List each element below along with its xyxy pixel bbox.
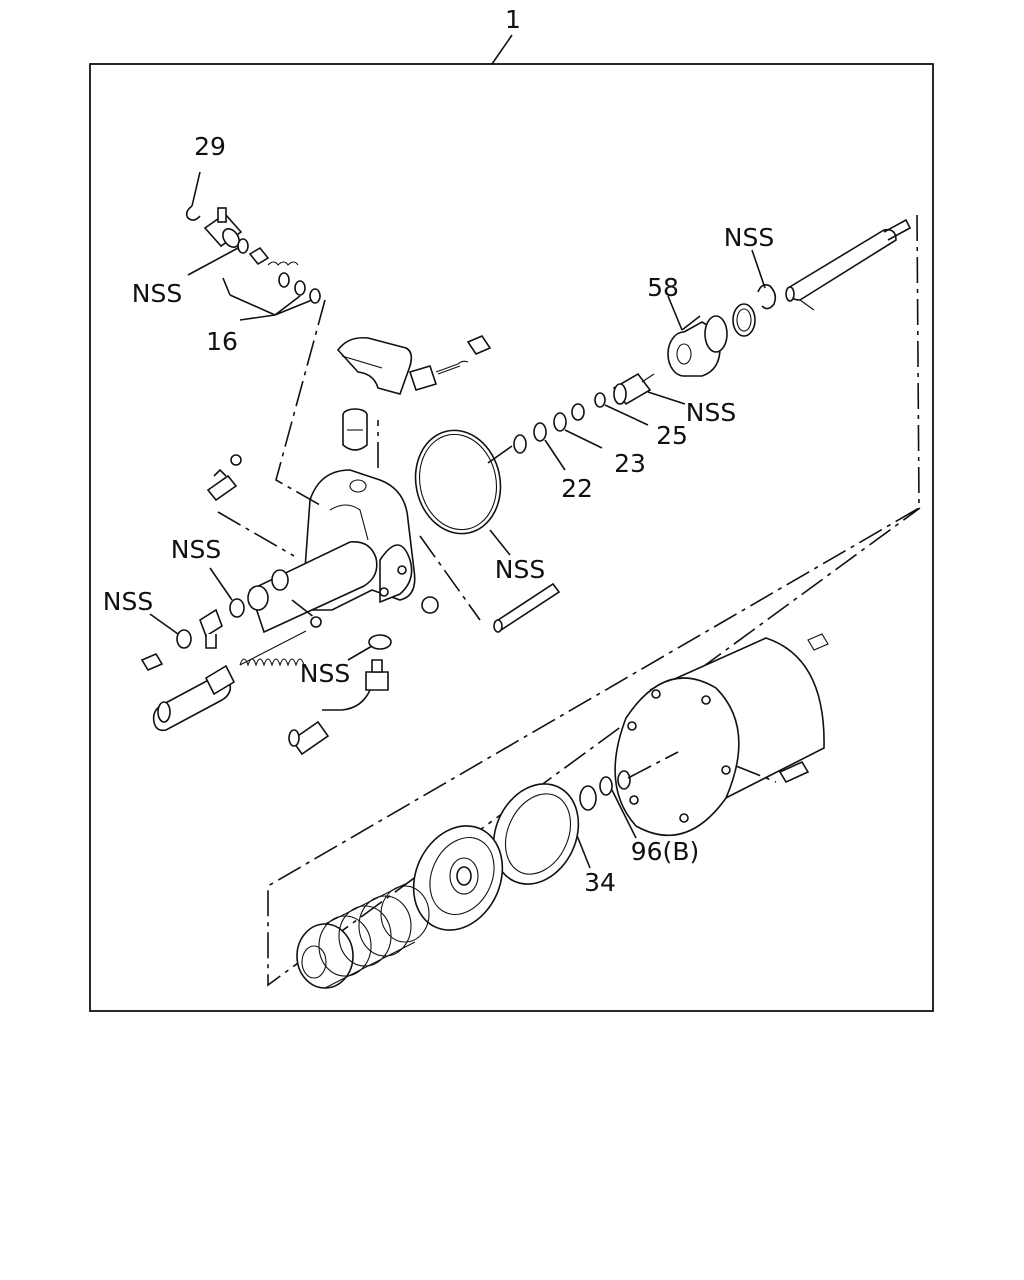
valve-cap xyxy=(342,408,368,451)
label-nss-oring: NSS xyxy=(495,555,545,584)
label-16: 16 xyxy=(206,327,238,356)
label-nss-left1: NSS xyxy=(171,535,221,564)
valve-plunger xyxy=(203,207,321,304)
return-spring xyxy=(296,883,430,989)
grease-nipple xyxy=(206,454,242,502)
label-nss-top-right: NSS xyxy=(724,223,774,252)
leader-22 xyxy=(544,439,566,471)
label-assembly-1: 1 xyxy=(505,5,521,34)
sensor-connector xyxy=(288,634,392,756)
left-small-parts xyxy=(140,596,439,672)
label-96b: 96(B) xyxy=(631,837,699,866)
label-nss-bottom: NSS xyxy=(300,659,350,688)
clip-29 xyxy=(185,171,201,221)
leader-58b xyxy=(681,315,701,331)
label-34: 34 xyxy=(584,868,616,897)
dashed-leaders-left xyxy=(217,299,481,621)
label-nss-25: NSS xyxy=(686,398,736,427)
label-nss-left2: NSS xyxy=(103,587,153,616)
large-o-ring xyxy=(414,429,513,556)
leader-23 xyxy=(564,429,603,449)
label-nss-top-left: NSS xyxy=(132,279,182,308)
bracket-and-bolt xyxy=(336,335,492,395)
leader-nss-top-left xyxy=(187,247,239,276)
seal-ring xyxy=(492,783,580,885)
housing xyxy=(614,633,829,837)
diaphragm-plate xyxy=(412,825,504,931)
label-58: 58 xyxy=(647,273,679,302)
label-25: 25 xyxy=(656,421,688,450)
small-rings xyxy=(513,372,655,454)
leader-25 xyxy=(604,404,649,426)
pin xyxy=(493,582,561,633)
leaders-16 xyxy=(222,277,313,321)
leader-nss-bottom xyxy=(347,645,373,661)
leader-96b xyxy=(611,789,637,839)
leader-nss-left2 xyxy=(149,613,179,635)
piston-58 xyxy=(667,303,756,377)
snap-ring-and-shaft xyxy=(751,218,912,311)
label-29: 29 xyxy=(194,132,226,161)
leader-nss-25 xyxy=(647,391,686,405)
assembly-leader xyxy=(491,34,513,65)
assembly-frame xyxy=(89,63,934,1012)
label-22: 22 xyxy=(561,474,593,503)
leader-58a xyxy=(667,295,683,331)
valve-body xyxy=(247,469,416,634)
leader-nss-left1 xyxy=(209,567,233,601)
spring-and-rod xyxy=(152,630,307,732)
label-23: 23 xyxy=(614,449,646,478)
